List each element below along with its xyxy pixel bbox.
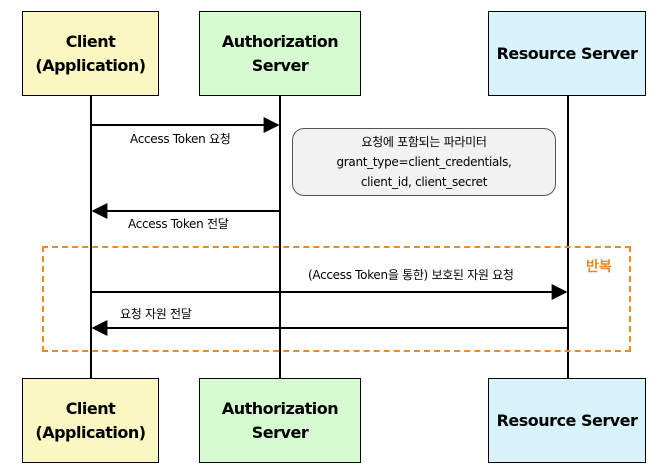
auth-server-name: Authorization Server (221, 31, 339, 75)
auth-server-box-top: Authorization Server (199, 11, 361, 96)
client-box-top: Client (Application) (22, 11, 159, 96)
client-name: Client (65, 31, 116, 51)
note-title: 요청에 포함되는 파라미터 (361, 135, 487, 149)
resource-server-name: Resource Server (496, 410, 638, 430)
resource-delivery-label: 요청 자원 전달 (120, 307, 192, 321)
resource-server-box-top: Resource Server (488, 11, 646, 96)
resource-server-name: Resource Server (496, 43, 638, 63)
client-name: Client (65, 398, 116, 418)
loop-label: 반복 (586, 259, 612, 275)
parameters-note: 요청에 포함되는 파라미터 grant_type=client_credenti… (292, 128, 556, 196)
client-subtitle: (Application) (35, 55, 146, 75)
resource-server-box-bottom: Resource Server (488, 378, 646, 463)
token-request-label: Access Token 요청 (130, 132, 231, 146)
token-delivery-label: Access Token 전달 (128, 217, 229, 231)
note-client-credentials: client_id, client_secret (360, 175, 488, 189)
note-grant-type: grant_type=client_credentials, (336, 155, 512, 169)
loop-frame (42, 246, 631, 352)
client-subtitle: (Application) (35, 422, 146, 442)
auth-server-name: Authorization Server (221, 398, 339, 442)
client-box-bottom: Client (Application) (22, 378, 159, 463)
resource-request-label: (Access Token을 통한) 보호된 자원 요청 (308, 268, 514, 282)
auth-server-box-bottom: Authorization Server (199, 378, 361, 463)
